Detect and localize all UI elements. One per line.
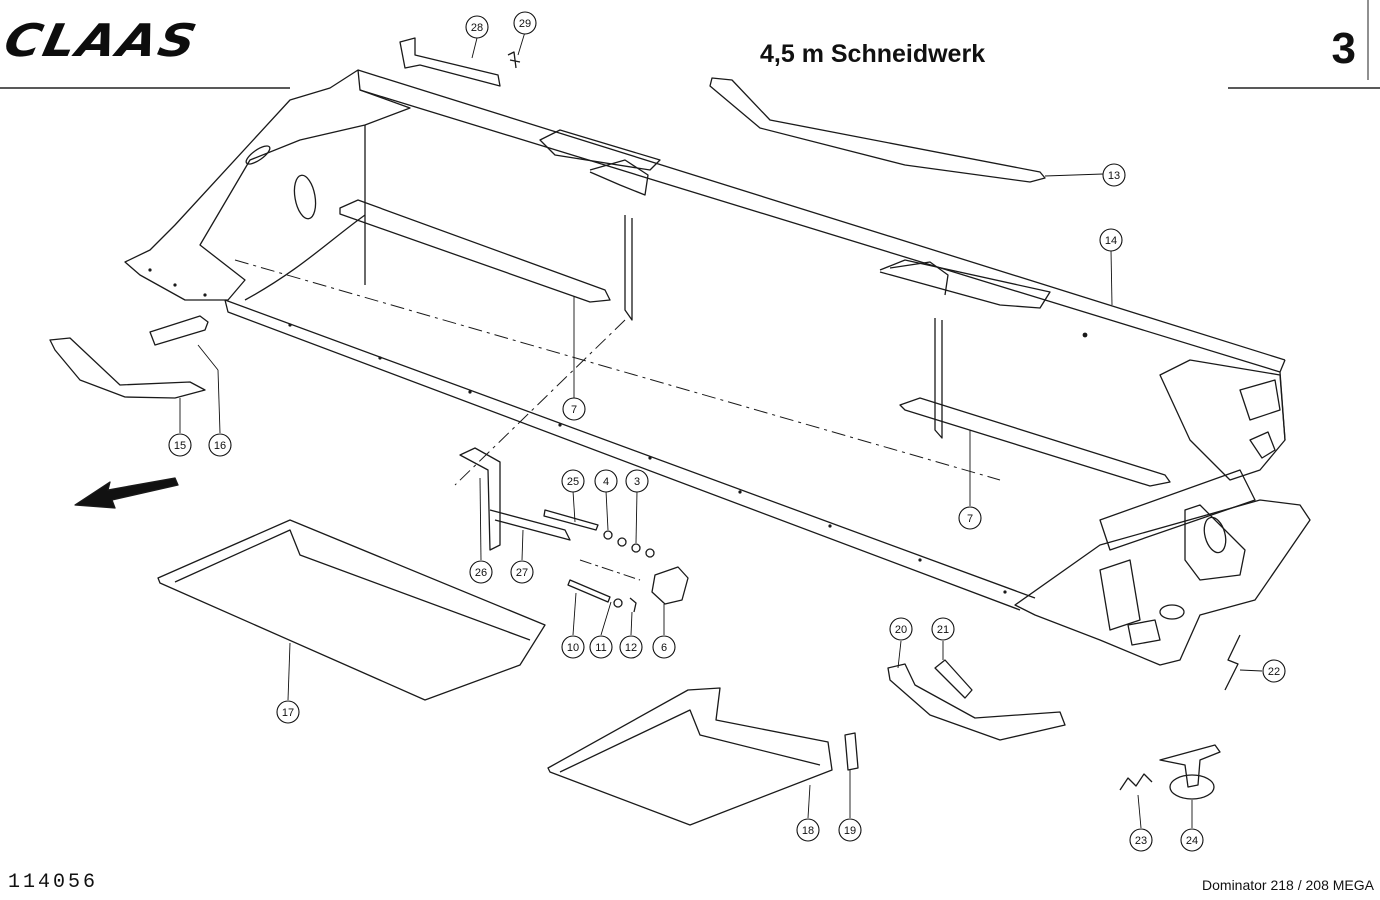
svg-text:10: 10 — [567, 642, 579, 654]
callout-15: 15 — [168, 433, 192, 457]
part-13-strip — [709, 77, 1046, 183]
part-28-bracket — [399, 37, 501, 87]
svg-text:23: 23 — [1135, 835, 1147, 847]
callout-23: 23 — [1129, 828, 1153, 852]
svg-text:21: 21 — [937, 624, 949, 636]
svg-text:18: 18 — [802, 825, 814, 837]
callout-7-left: 7 — [562, 397, 586, 421]
part-21-clip — [934, 659, 973, 699]
callout-27: 27 — [510, 560, 534, 584]
part-17-tray — [157, 519, 546, 701]
callout-14: 14 — [1099, 228, 1123, 252]
callout-29: 29 — [513, 11, 537, 35]
svg-text:15: 15 — [174, 440, 186, 452]
callout-12: 12 — [619, 635, 643, 659]
callout-4: 4 — [594, 469, 618, 493]
svg-text:13: 13 — [1108, 170, 1120, 182]
header-frame-body — [124, 69, 1311, 666]
svg-text:27: 27 — [516, 567, 528, 579]
part-16-plate — [149, 315, 209, 346]
part-11-washer — [613, 598, 623, 608]
svg-text:6: 6 — [661, 642, 667, 654]
svg-text:17: 17 — [282, 707, 294, 719]
svg-text:26: 26 — [475, 567, 487, 579]
part-18-tray — [547, 687, 833, 826]
svg-text:3: 3 — [634, 476, 640, 488]
part-22-spring — [1224, 634, 1241, 691]
part-23-spring — [1119, 773, 1153, 791]
page-number: 3 — [1331, 24, 1356, 73]
part-4-nut — [603, 530, 613, 540]
machine-model: Dominator 218 / 208 MEGA — [1202, 877, 1374, 893]
part-7-strip-right — [899, 397, 1171, 487]
part-callouts: 28 29 13 14 7 7 15 16 25 4 3 26 27 10 11… — [168, 11, 1286, 852]
callout-3: 3 — [625, 469, 649, 493]
part-6-clamp — [651, 566, 689, 605]
callout-6: 6 — [652, 635, 676, 659]
svg-text:28: 28 — [471, 22, 483, 34]
svg-text:29: 29 — [519, 18, 531, 30]
svg-text:16: 16 — [214, 440, 226, 452]
brand-logo: CLAAS — [0, 14, 203, 67]
part-20-skid — [887, 663, 1066, 741]
callout-10: 10 — [561, 635, 585, 659]
part-27-tube — [489, 509, 571, 541]
callout-25: 25 — [561, 469, 585, 493]
drawing-number: 114056 — [8, 871, 99, 894]
part-10-bolt — [567, 579, 611, 603]
part-12-pin — [629, 597, 637, 613]
svg-text:20: 20 — [895, 624, 907, 636]
callout-22: 22 — [1262, 659, 1286, 683]
callout-17: 17 — [276, 700, 300, 724]
part-29-pin — [507, 51, 521, 69]
callout-19: 19 — [838, 818, 862, 842]
callout-11: 11 — [589, 635, 613, 659]
svg-text:14: 14 — [1105, 235, 1117, 247]
callout-18: 18 — [796, 818, 820, 842]
callout-13: 13 — [1102, 163, 1126, 187]
svg-text:7: 7 — [967, 513, 973, 525]
part-7-strip-left — [339, 199, 611, 303]
callout-7-right: 7 — [958, 506, 982, 530]
svg-text:22: 22 — [1268, 666, 1280, 678]
callout-24: 24 — [1180, 828, 1204, 852]
part-24-stand — [1159, 744, 1221, 788]
svg-text:7: 7 — [571, 404, 577, 416]
callout-20: 20 — [889, 617, 913, 641]
part-25-bolt — [543, 509, 599, 531]
svg-text:4: 4 — [603, 476, 609, 488]
part-26-bracket — [459, 447, 501, 551]
svg-text:25: 25 — [567, 476, 579, 488]
travel-direction-arrow — [74, 477, 179, 509]
part-3-washer — [617, 537, 627, 547]
callout-16: 16 — [208, 433, 232, 457]
callout-26: 26 — [469, 560, 493, 584]
part-19-plate — [844, 732, 859, 771]
svg-text:11: 11 — [595, 642, 606, 654]
callout-28: 28 — [465, 15, 489, 39]
svg-text:24: 24 — [1186, 835, 1198, 847]
part-15-skid — [49, 337, 206, 399]
callout-21: 21 — [931, 617, 955, 641]
svg-text:19: 19 — [844, 825, 856, 837]
svg-text:12: 12 — [625, 642, 637, 654]
page-title: 4,5 m Schneidwerk — [760, 40, 986, 68]
callout-leaders — [179, 31, 1263, 829]
